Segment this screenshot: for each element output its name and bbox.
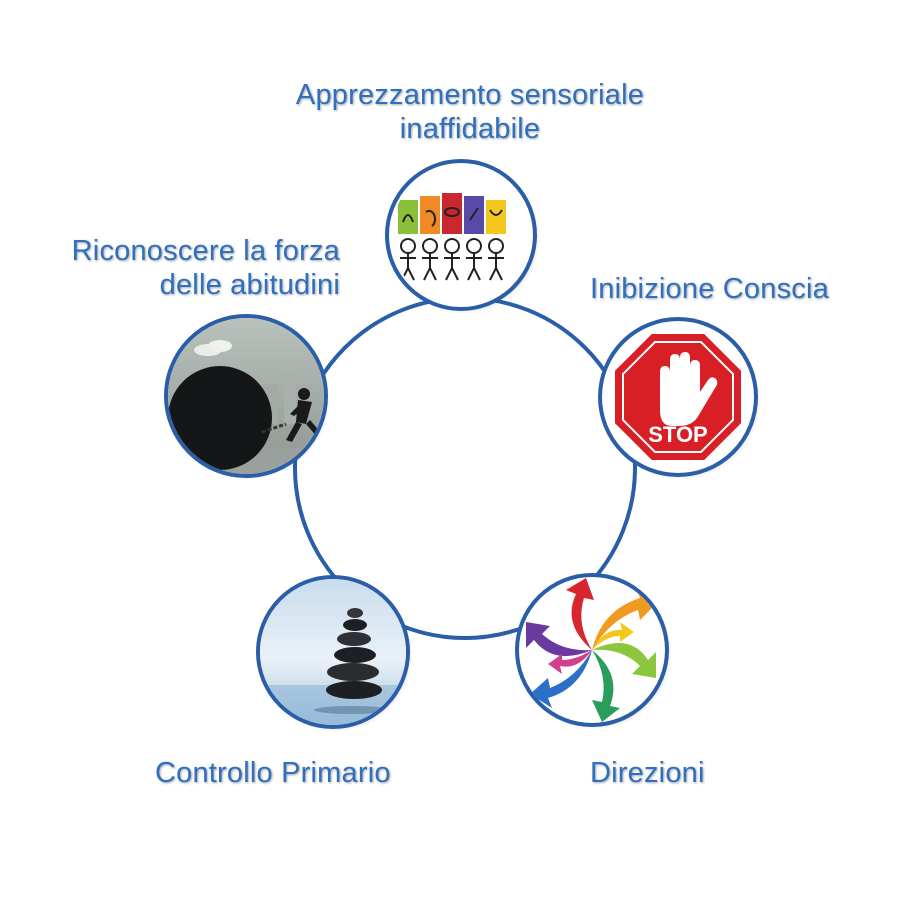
label-line: Controllo Primario [155, 757, 391, 789]
label-line: Direzioni [590, 757, 705, 789]
label-primary-control: Controllo Primario [155, 756, 391, 790]
label-sensory-appreciation: Apprezzamento sensoriale inaffidabile [230, 78, 710, 146]
ball-and-chain-icon [164, 314, 330, 480]
label-directions: Direzioni [590, 756, 705, 790]
label-conscious-inhibition: Inibizione Conscia [590, 272, 829, 306]
label-line: Riconoscere la forza [71, 235, 340, 267]
label-line: Apprezzamento sensoriale [295, 79, 645, 111]
balanced-stones-icon [256, 575, 413, 732]
stop-sign-icon: STOP [598, 317, 761, 480]
label-line: Inibizione Conscia [590, 273, 829, 305]
label-line: delle abitudini [159, 269, 340, 301]
senses-icon [385, 159, 540, 314]
spiral-arrows-icon [515, 573, 672, 730]
stop-sign-text: STOP [648, 422, 708, 447]
label-habits-strength: Riconoscere la forza delle abitudini [20, 234, 340, 302]
label-line: inaffidabile [399, 113, 541, 145]
